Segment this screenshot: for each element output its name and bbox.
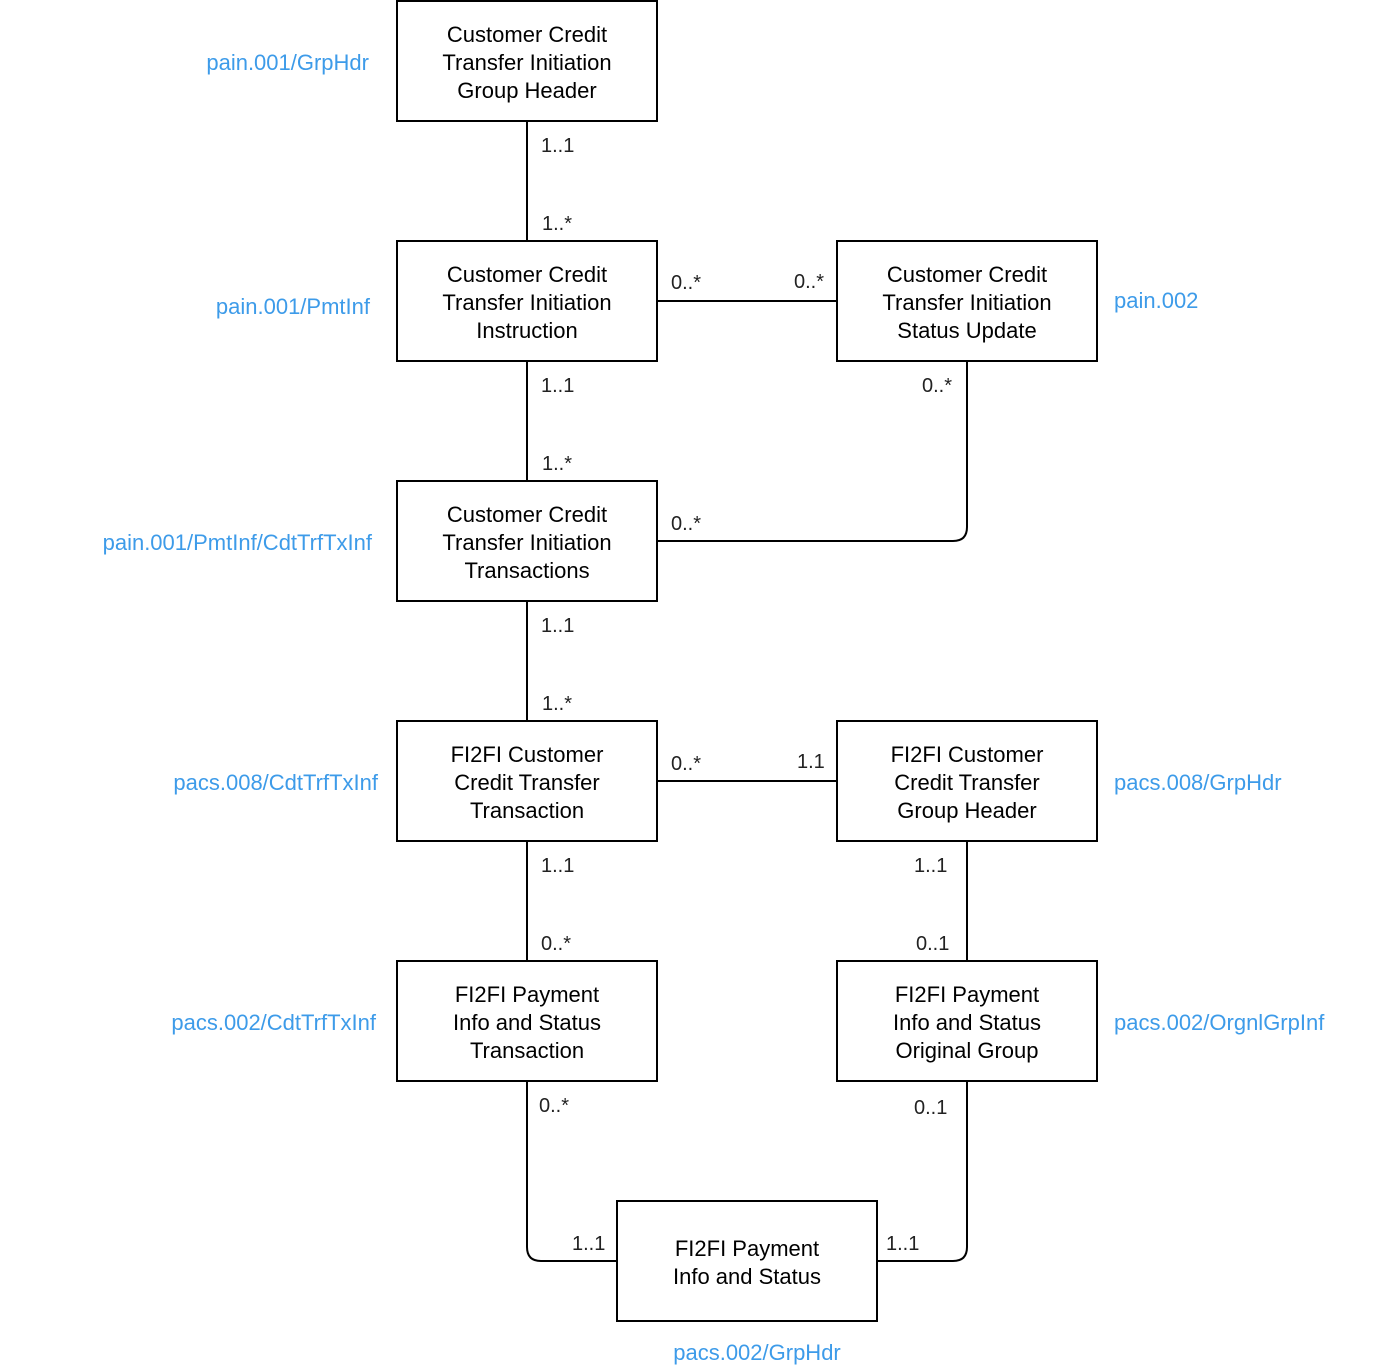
note-pain001-grphdr: pain.001/GrpHdr — [206, 50, 369, 75]
box-line: Group Header — [457, 78, 596, 103]
multiplicity-label: 1..* — [542, 453, 572, 475]
box-line: Info and Status — [673, 1264, 821, 1289]
box-line: Transaction — [470, 798, 584, 823]
multiplicity-label: 0..* — [922, 375, 952, 397]
box-line: Credit Transfer — [454, 770, 600, 795]
box-line: Customer Credit — [447, 22, 607, 47]
note-pacs002-cdttrftxinf: pacs.002/CdtTrfTxInf — [171, 1010, 376, 1035]
multiplicity-label: 1..1 — [541, 615, 574, 637]
box-line: Transfer Initiation — [882, 290, 1051, 315]
note-pacs008-grphdr: pacs.008/GrpHdr — [1114, 770, 1282, 795]
box-line: Info and Status — [453, 1010, 601, 1035]
box-line: Status Update — [897, 318, 1036, 343]
multiplicity-label: 1..* — [542, 693, 572, 715]
box-line: FI2FI Payment — [675, 1236, 819, 1261]
box-line: Customer Credit — [447, 262, 607, 287]
box-line: Info and Status — [893, 1010, 1041, 1035]
note-pain002: pain.002 — [1114, 288, 1198, 313]
edge-pacs002tx-pacs002hdr — [526, 1081, 617, 1262]
note-pacs002-grphdr: pacs.002/GrpHdr — [673, 1340, 841, 1365]
box-line: Original Group — [895, 1038, 1038, 1063]
multiplicity-label: 1..1 — [886, 1233, 919, 1255]
multiplicity-label: 1..* — [542, 213, 572, 235]
box-line: Customer Credit — [447, 502, 607, 527]
edge-pacs002orgnl-pacs002hdr — [877, 1081, 968, 1262]
multiplicity-label: 0..* — [671, 753, 701, 775]
box-pain001-pmtinf: Customer Credit Transfer Initiation Inst… — [396, 240, 658, 362]
multiplicity-label: 0..* — [539, 1095, 569, 1117]
box-line: FI2FI Payment — [455, 982, 599, 1007]
box-pain001-cdttrftxinf: Customer Credit Transfer Initiation Tran… — [396, 480, 658, 602]
multiplicity-label: 1..1 — [541, 135, 574, 157]
box-pain002: Customer Credit Transfer Initiation Stat… — [836, 240, 1098, 362]
box-pacs002-cdttrftxinf: FI2FI Payment Info and Status Transactio… — [396, 960, 658, 1082]
multiplicity-label: 0..* — [671, 272, 701, 294]
multiplicity-label: 1..1 — [572, 1233, 605, 1255]
box-line: FI2FI Customer — [451, 742, 604, 767]
connectors — [526, 121, 968, 1262]
multiplicity-label: 0..* — [794, 271, 824, 293]
multiplicity-labels: 1..1 1..* 0..* 0..* 1..1 1..* 0..* 0..* … — [539, 135, 952, 1255]
multiplicity-label: 1..1 — [914, 855, 947, 877]
message-notes: pain.001/GrpHdr pain.001/PmtInf pain.002… — [103, 50, 1326, 1365]
multiplicity-label: 0..1 — [916, 933, 949, 955]
box-line: Credit Transfer — [894, 770, 1040, 795]
box-line: FI2FI Payment — [895, 982, 1039, 1007]
box-line: FI2FI Customer — [891, 742, 1044, 767]
note-pain001-cdttrftxinf: pain.001/PmtInf/CdtTrfTxInf — [103, 530, 373, 555]
box-line: Transfer Initiation — [442, 530, 611, 555]
edge-status-txinf — [657, 361, 968, 542]
box-line: Transactions — [464, 558, 589, 583]
note-pacs008-cdttrftxinf: pacs.008/CdtTrfTxInf — [173, 770, 378, 795]
box-pain001-grphdr: Customer Credit Transfer Initiation Grou… — [396, 0, 658, 122]
box-line: Transfer Initiation — [442, 290, 611, 315]
note-pacs002-orgnlgrpinf: pacs.002/OrgnlGrpInf — [1114, 1010, 1325, 1035]
multiplicity-label: 1.1 — [797, 751, 825, 773]
box-pacs002-grphdr: FI2FI Payment Info and Status — [616, 1200, 878, 1322]
note-pain001-pmtinf: pain.001/PmtInf — [216, 294, 371, 319]
box-pacs008-cdttrftxinf: FI2FI Customer Credit Transfer Transacti… — [396, 720, 658, 842]
multiplicity-label: 1..1 — [541, 855, 574, 877]
multiplicity-label: 1..1 — [541, 375, 574, 397]
box-line: Transaction — [470, 1038, 584, 1063]
box-pacs002-orgnlgrpinf: FI2FI Payment Info and Status Original G… — [836, 960, 1098, 1082]
multiplicity-label: 0..1 — [914, 1097, 947, 1119]
multiplicity-label: 0..* — [541, 933, 571, 955]
multiplicity-label: 0..* — [671, 513, 701, 535]
box-line: Transfer Initiation — [442, 50, 611, 75]
box-line: Group Header — [897, 798, 1036, 823]
box-line: Instruction — [476, 318, 578, 343]
box-line: Customer Credit — [887, 262, 1047, 287]
box-pacs008-grphdr: FI2FI Customer Credit Transfer Group Hea… — [836, 720, 1098, 842]
